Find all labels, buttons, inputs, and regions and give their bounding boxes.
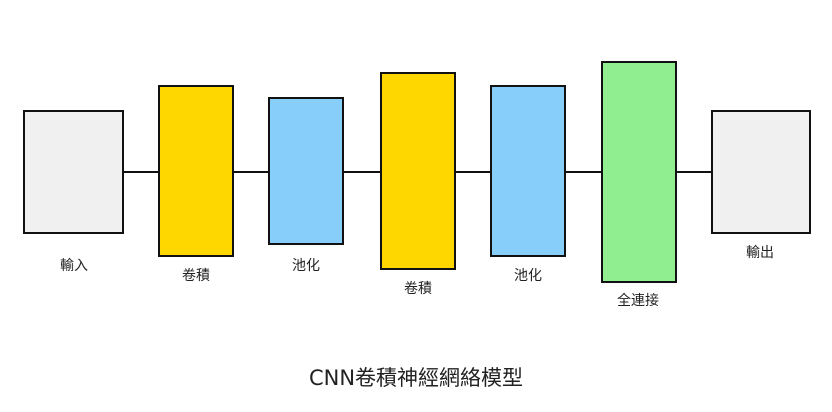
label-conv2: 卷積: [404, 281, 432, 297]
box-pool2: [490, 85, 566, 257]
label-fc: 全連接: [617, 293, 659, 309]
box-conv1: [158, 85, 234, 257]
diagram-title: CNN卷積神經網絡模型: [308, 366, 524, 390]
label-pool2: 池化: [514, 268, 542, 284]
box-fc: [601, 61, 677, 283]
label-conv1: 卷積: [182, 268, 210, 284]
box-conv2: [380, 72, 456, 270]
box-pool1: [268, 97, 344, 245]
box-input: [23, 110, 124, 234]
label-input: 輸入: [60, 258, 88, 274]
label-output: 輸出: [746, 245, 774, 261]
box-output: [711, 110, 811, 234]
label-pool1: 池化: [292, 258, 320, 274]
